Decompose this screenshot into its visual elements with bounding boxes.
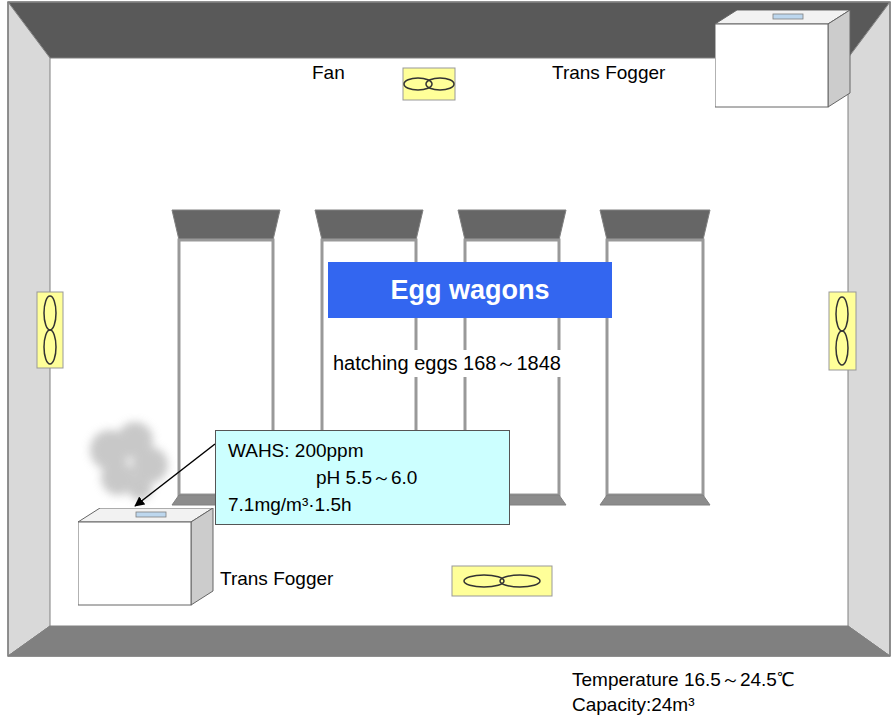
back-wall <box>50 58 848 626</box>
fan-box <box>829 292 856 370</box>
wagon-body <box>607 240 703 495</box>
fan-blade <box>836 331 848 365</box>
fan-box <box>37 292 63 368</box>
condition-box: WAHS: 200ppmpH 5.5～6.07.1mg/m³·1.5h <box>215 430 510 525</box>
fan-blade <box>426 78 454 90</box>
fan-blade <box>44 296 56 330</box>
fan-right <box>829 292 856 370</box>
wagon-top <box>315 210 423 240</box>
fogger-top <box>715 10 850 24</box>
wagon-base <box>600 495 710 505</box>
fan-bottom <box>452 566 552 596</box>
fan-blade <box>44 330 56 364</box>
fogger-slot <box>136 512 166 517</box>
fan-blade <box>836 297 848 331</box>
wagon-top <box>172 210 280 240</box>
title-box: Egg wagons <box>328 262 612 318</box>
fogger-front <box>715 24 828 107</box>
fogger-side <box>191 508 213 605</box>
label-text: Temperature 16.5～24.5℃ <box>572 667 795 693</box>
wagon-top <box>458 210 566 240</box>
trans-fogger: Trans Fogger <box>552 10 852 110</box>
fogger-side <box>828 10 850 107</box>
label-text: hatching eggs 168～1848 <box>330 350 564 377</box>
label-text: Capacity:24m³ <box>572 694 695 716</box>
label-text: Egg wagons <box>390 275 549 306</box>
floor <box>8 626 890 656</box>
label-text: pH 5.5～6.0 <box>226 464 499 491</box>
label-text: Fan <box>312 62 345 84</box>
fog-cloud <box>90 422 168 500</box>
fan-top <box>403 68 455 100</box>
trans-fogger: Trans Fogger <box>78 508 340 604</box>
fan-blade <box>464 575 504 587</box>
fogger-top <box>78 508 213 522</box>
label-text: WAHS: 200ppm <box>226 437 499 464</box>
fogger-slot <box>773 14 803 19</box>
fan-blade <box>404 78 432 90</box>
arrow-connector <box>135 444 215 506</box>
wagon-top <box>600 210 710 240</box>
fan-box <box>403 68 455 100</box>
label-text: Trans Fogger <box>552 62 665 84</box>
fogger-box <box>78 508 214 606</box>
label-text: Trans Fogger <box>220 568 333 590</box>
fogger-box <box>715 10 851 108</box>
label-text: 7.1mg/m³·1.5h <box>226 491 499 518</box>
fan-left <box>37 292 63 368</box>
fogger-front <box>78 522 191 605</box>
room-outline <box>8 2 890 656</box>
fan-blade <box>500 575 540 587</box>
fan-box <box>452 566 552 596</box>
